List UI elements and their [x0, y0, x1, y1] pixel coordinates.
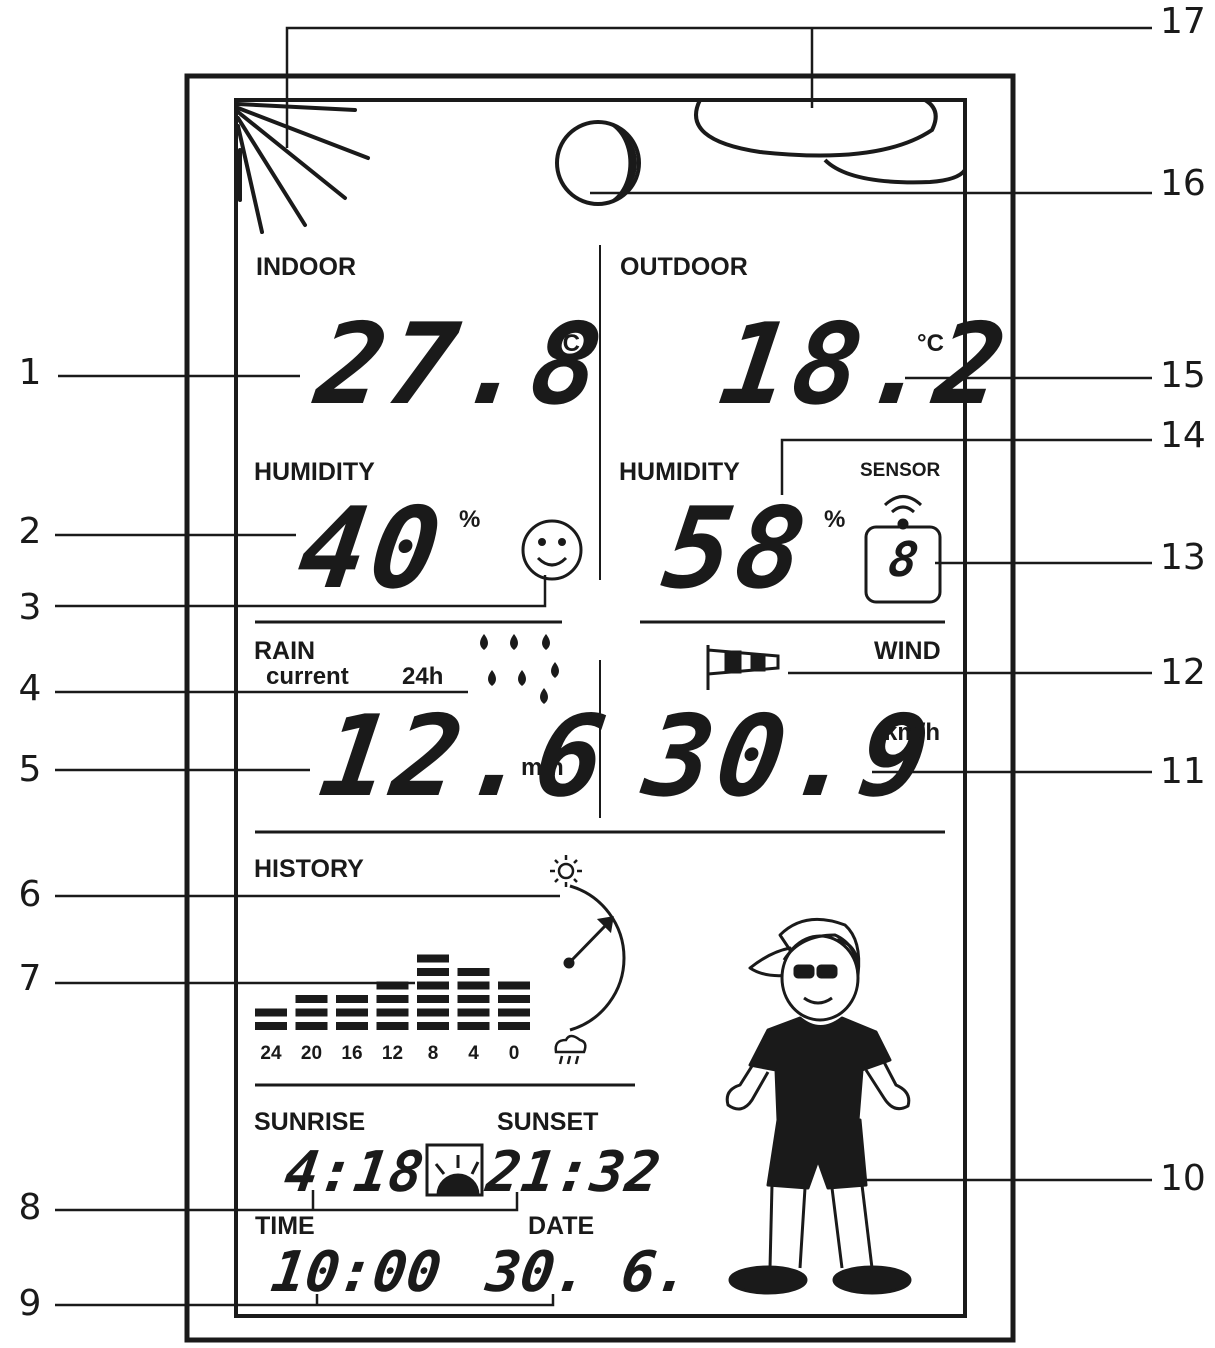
sunrise-time: 4:18	[280, 1140, 429, 1205]
history-hour-tick: 12	[381, 1043, 404, 1064]
device-frame	[184, 73, 1016, 1343]
boy-figure-icon	[725, 917, 912, 1295]
history-bar-segment	[498, 1008, 530, 1017]
history-bar-segment	[376, 1022, 409, 1030]
rain-period-label: 24h	[402, 663, 444, 690]
callout-16: 16	[1160, 163, 1206, 204]
callout-8: 8	[18, 1187, 42, 1228]
history-bar-segment	[457, 968, 490, 976]
callout-14: 14	[1160, 415, 1206, 456]
smiley-face-icon	[521, 519, 583, 581]
sun-rays-icon	[236, 102, 370, 234]
rain-current-label: current	[266, 663, 349, 690]
callout-17: 17	[1160, 1, 1206, 42]
time-label: TIME	[255, 1212, 315, 1240]
history-hour-tick: 0	[508, 1043, 520, 1064]
callout-9: 9	[18, 1283, 42, 1324]
history-hour-tick: 24	[260, 1043, 282, 1064]
outdoor-humidity-unit: %	[824, 506, 846, 533]
cloud-icon	[694, 98, 967, 185]
callout-11: 11	[1160, 751, 1206, 792]
callout-13: 13	[1160, 537, 1206, 578]
history-bar-segment	[336, 1022, 368, 1030]
sunny-small-icon	[550, 855, 582, 887]
history-bar-segment	[457, 1008, 490, 1017]
indoor-temperature: 27.8	[308, 300, 613, 430]
history-bar-segment	[336, 1008, 368, 1017]
history-bar-segment	[376, 981, 409, 990]
raindrops-icon	[480, 634, 559, 704]
callout-15: 15	[1160, 355, 1206, 396]
rain-title: RAIN	[254, 637, 316, 665]
history-bar-segment	[255, 1022, 287, 1030]
callout-2: 2	[18, 511, 42, 552]
history-title: HISTORY	[254, 855, 364, 883]
callout-6: 6	[18, 874, 42, 915]
date-label: DATE	[528, 1212, 595, 1240]
callout-3: 3	[18, 587, 42, 628]
history-bar-graph	[255, 954, 530, 1030]
callout-5: 5	[18, 749, 42, 790]
indoor-humidity-label: HUMIDITY	[254, 458, 375, 486]
history-hour-tick: 20	[300, 1043, 323, 1064]
history-bar-segment	[457, 995, 490, 1003]
sensor-label: SENSOR	[860, 460, 941, 481]
history-hour-tick: 8	[427, 1043, 439, 1064]
callout-leader-lines	[55, 26, 1152, 1307]
wind-value: 30.9	[636, 692, 941, 822]
callout-4: 4	[18, 668, 42, 709]
section-dividers	[255, 245, 945, 1087]
callout-10: 10	[1160, 1158, 1206, 1199]
windsock-icon	[706, 645, 780, 690]
clock-time: 10:00	[267, 1240, 446, 1305]
callout-1: 1	[18, 352, 42, 393]
history-bar-segment	[417, 981, 449, 990]
indoor-temp-unit: °C	[553, 330, 580, 357]
sunset-time: 21:32	[482, 1140, 666, 1205]
indoor-humidity-unit: %	[459, 506, 481, 533]
history-bar-segment	[417, 954, 449, 963]
history-bar-segment	[498, 981, 530, 990]
outdoor-temp-unit: °C	[917, 330, 944, 357]
pressure-trend-gauge	[563, 884, 626, 1032]
rain-value: 12.6	[312, 692, 617, 822]
callout-7: 7	[18, 958, 42, 999]
history-bar-segment	[376, 995, 409, 1003]
history-bar-segment	[498, 1022, 530, 1030]
history-bar-segment	[376, 1008, 409, 1017]
history-bar-segment	[336, 995, 368, 1003]
sensor-signal-icon	[864, 495, 942, 604]
callout-12: 12	[1160, 652, 1206, 693]
history-bar-segment	[295, 995, 328, 1003]
wind-title: WIND	[874, 637, 941, 665]
clock-date: 30. 6.	[482, 1240, 694, 1305]
indoor-title: INDOOR	[256, 253, 356, 281]
history-bar-segment	[295, 1022, 328, 1030]
outdoor-title: OUTDOOR	[620, 253, 748, 281]
history-hour-tick: 4	[468, 1043, 479, 1064]
history-bar-segment	[498, 995, 530, 1003]
lcd-screen	[234, 98, 967, 1318]
sunset-label: SUNSET	[497, 1108, 599, 1136]
sunrise-label: SUNRISE	[254, 1108, 366, 1136]
history-bar-segment	[255, 1008, 287, 1017]
wind-unit: km/h	[884, 719, 941, 746]
history-bar-segment	[417, 995, 449, 1003]
sunrise-icon	[425, 1143, 484, 1197]
history-bar-segment	[417, 1022, 449, 1030]
history-bar-segment	[417, 968, 449, 976]
history-hour-tick: 16	[341, 1043, 363, 1064]
history-bar-segment	[457, 1022, 490, 1030]
indoor-humidity: 40	[290, 484, 452, 614]
moon-phase-icon	[555, 120, 641, 206]
outdoor-temperature: 18.2	[712, 300, 1017, 430]
history-bar-segment	[417, 1008, 449, 1017]
outdoor-humidity-label: HUMIDITY	[619, 458, 740, 486]
rain-unit: mm	[521, 754, 564, 781]
history-bar-segment	[295, 1008, 328, 1017]
outdoor-humidity: 58	[655, 484, 817, 614]
rainy-small-icon	[554, 1034, 587, 1065]
history-bar-segment	[457, 981, 490, 990]
